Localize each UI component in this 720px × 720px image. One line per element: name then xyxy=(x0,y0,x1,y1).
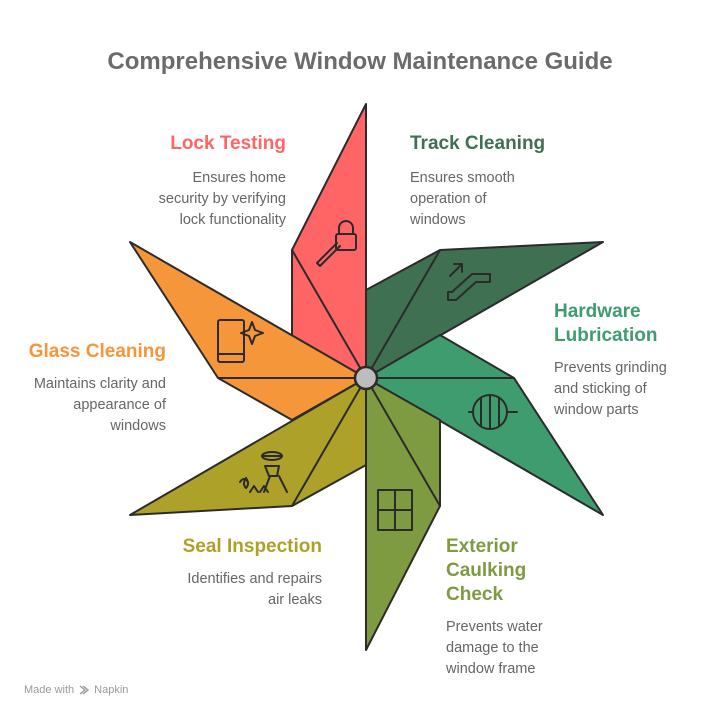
sparkle-frame-icon xyxy=(217,319,264,363)
napkin-logo-icon xyxy=(79,685,90,695)
blade-caulking-fold-line xyxy=(365,377,441,507)
center-hub xyxy=(353,365,379,391)
lock-icon xyxy=(316,220,357,267)
blade-track-fold-line xyxy=(365,249,441,379)
wheel-icon xyxy=(468,394,518,430)
label-track-cleaning: Track Cleaning xyxy=(410,133,546,154)
label-lock-testing: Lock Testing xyxy=(170,133,286,154)
label-seal-inspection: Seal Inspection xyxy=(182,536,322,557)
blade-lock xyxy=(291,103,367,379)
blade-lock-fold-line xyxy=(291,249,367,379)
footer-made-with: Made with xyxy=(24,684,75,696)
blade-hardware xyxy=(365,334,604,516)
escalator-icon xyxy=(447,263,491,301)
label-glass-cleaning: Glass Cleaning xyxy=(28,341,166,362)
blade-seal-fold-line xyxy=(291,377,367,507)
page-title: Comprehensive Window Maintenance Guide xyxy=(107,48,613,75)
footer-brand: Napkin xyxy=(94,684,129,696)
window-frame-icon xyxy=(377,489,413,531)
gardener-icon xyxy=(239,451,288,493)
footer-credit: Made with Napkin xyxy=(24,684,128,696)
